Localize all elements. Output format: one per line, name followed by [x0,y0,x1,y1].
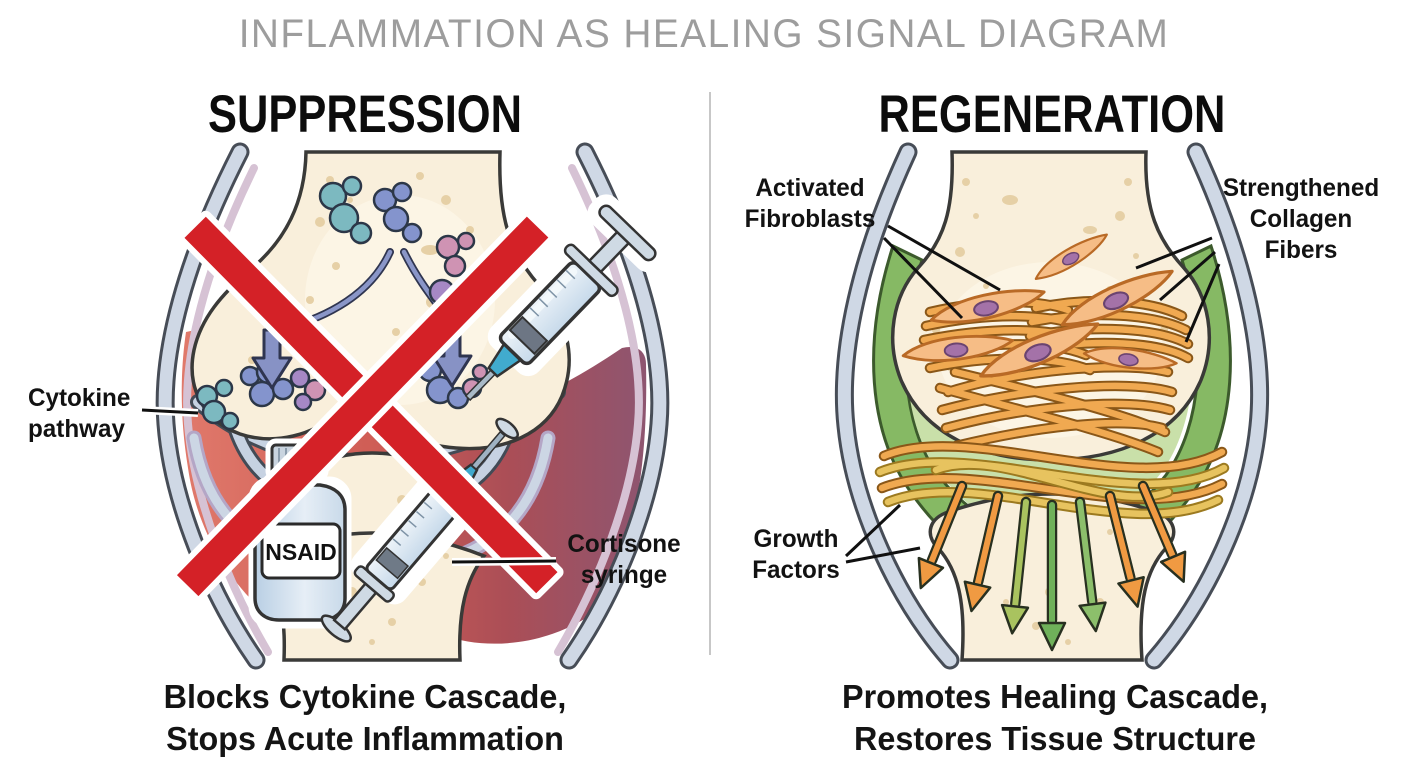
growth-factors-label: Growth Factors [728,524,864,586]
growth-factors-label-line1: Growth [753,525,839,553]
regeneration-caption: Promotes Healing Cascade, Restores Tissu… [756,676,1354,759]
panel-divider [709,92,711,655]
strengthened-collagen-label-line2: Collagen [1249,205,1353,233]
activated-fibroblasts-label: Activated Fibroblasts [725,173,896,235]
diagram-title: INFLAMMATION AS HEALING SIGNAL DIAGRAM [238,12,1170,56]
suppression-caption-line1: Blocks Cytokine Cascade, [163,678,567,715]
suppression-caption-line2: Stops Acute Inflammation [166,719,564,757]
strengthened-collagen-label: Strengthened Collagen Fibers [1199,173,1403,266]
suppression-heading: SUPPRESSION [208,85,522,144]
regeneration-heading: REGENERATION [878,85,1226,144]
cortisone-syringe-large [464,194,667,402]
suppression-caption: Blocks Cytokine Cascade, Stops Acute Inf… [66,676,664,759]
strengthened-collagen-label-line3: Fibers [1264,236,1338,264]
pointer-line [141,406,557,566]
cytokine-pathway-label-line2: pathway [27,415,125,443]
growth-factors-label-line2: Factors [752,556,840,584]
cytokine-pathway-label-line1: Cytokine [27,384,131,412]
growth-factor-arrows [917,480,1187,652]
regeneration-caption-line1: Promotes Healing Cascade, [842,678,1268,715]
red-x-mark [170,210,564,603]
regeneration-illustration [844,152,1259,660]
activated-fibroblasts-label-line2: Fibroblasts [744,205,876,233]
cortisone-syringe-label-line2: syringe [580,561,668,589]
pointer-line [844,224,1221,564]
cortisone-syringe-label-line1: Cortisone [567,530,681,558]
nsaid-bottle-label: NSAID [265,539,337,565]
cytokine-pathway-label: Cytokine pathway [28,383,154,445]
suppression-illustration: NSAID [141,152,667,660]
activated-fibroblasts-label-line1: Activated [755,174,865,202]
regeneration-caption-line2: Restores Tissue Structure [853,719,1257,757]
cortisone-syringe-label: Cortisone syringe [550,529,697,591]
strengthened-collagen-label-line1: Strengthened [1222,174,1380,202]
